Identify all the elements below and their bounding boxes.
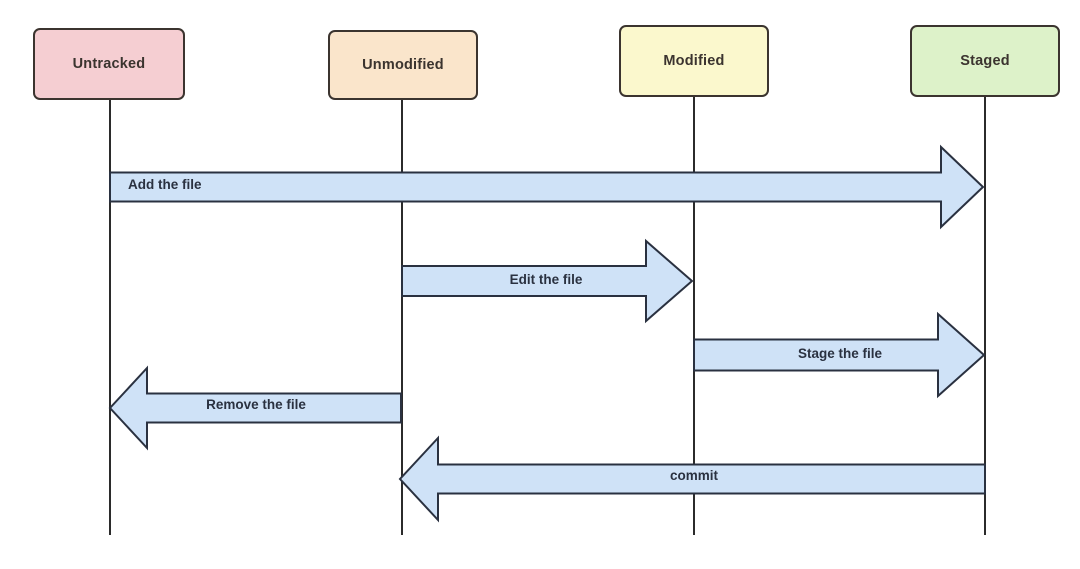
actor-box-unmodified[interactable]: Unmodified (328, 30, 478, 100)
arrow-shape-remove-the-file (108, 364, 402, 451)
actor-box-modified[interactable]: Modified (619, 25, 769, 97)
actor-box-staged[interactable]: Staged (910, 25, 1060, 97)
message-arrow-edit-the-file[interactable] (396, 235, 698, 327)
message-label-remove-the-file: Remove the file (206, 397, 306, 412)
lifeline-staged (984, 97, 986, 535)
actor-label-staged: Staged (960, 53, 1010, 69)
message-label-commit: commit (669, 468, 719, 483)
arrow-shape-commit (398, 434, 986, 523)
message-label-stage-the-file: Stage the file (797, 346, 883, 361)
lifeline-modified (693, 97, 695, 535)
actor-box-untracked[interactable]: Untracked (33, 28, 185, 100)
arrow-shape-stage-the-file (693, 311, 986, 398)
actor-label-modified: Modified (663, 53, 725, 69)
message-arrow-commit[interactable] (394, 432, 991, 526)
message-arrow-remove-the-file[interactable] (104, 362, 407, 454)
message-arrow-add-the-file[interactable] (104, 141, 989, 233)
message-label-edit-the-file: Edit the file (509, 272, 583, 287)
lifeline-untracked (109, 100, 111, 535)
lifeline-unmodified (401, 100, 403, 535)
actor-label-untracked: Untracked (72, 56, 146, 72)
arrow-shape-add-the-file (109, 144, 985, 229)
message-label-add-the-file: Add the file (128, 177, 202, 192)
arrow-shape-edit-the-file (401, 238, 694, 324)
message-arrow-stage-the-file[interactable] (688, 308, 990, 402)
actor-label-unmodified: Unmodified (362, 57, 444, 73)
